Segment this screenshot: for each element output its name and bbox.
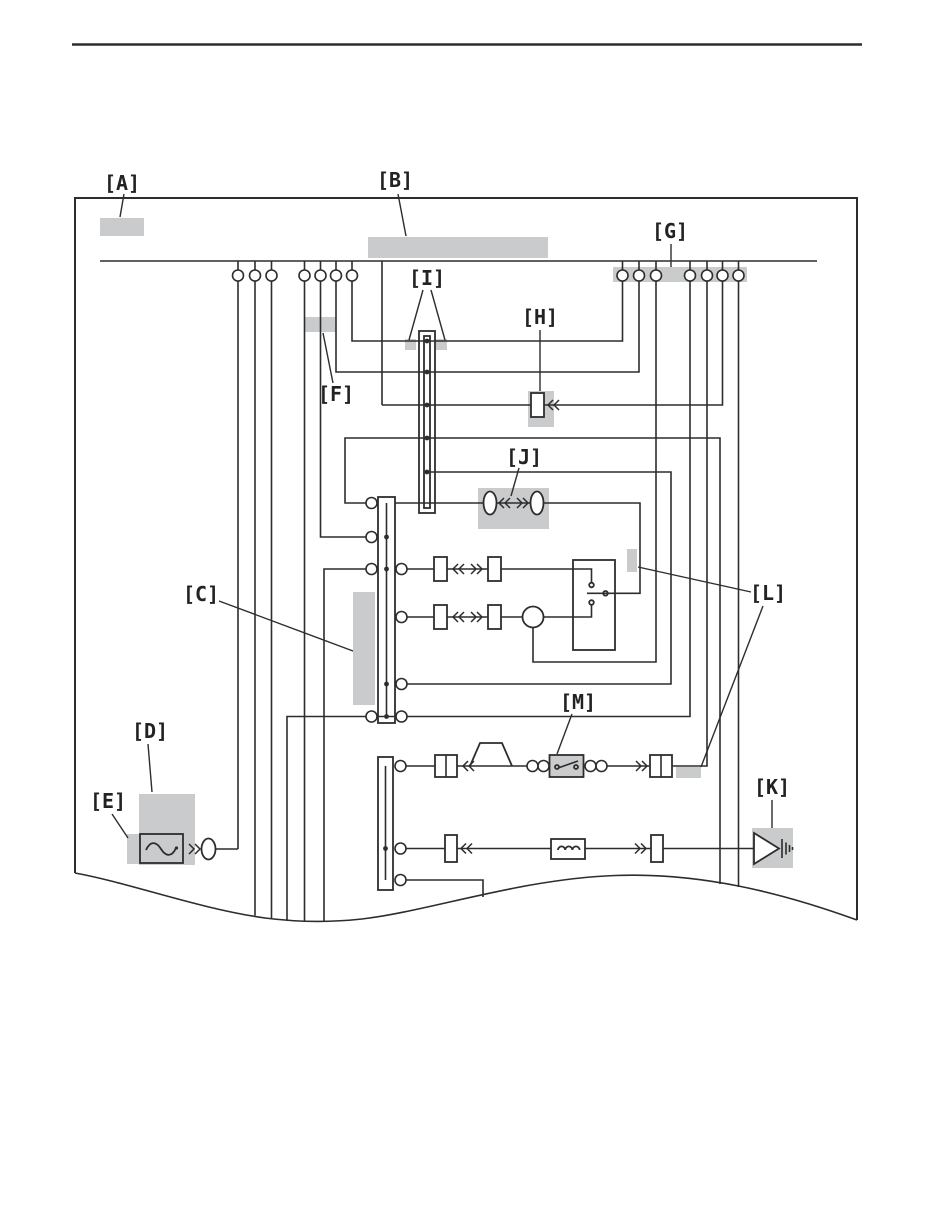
callout-label-b: [B] bbox=[377, 168, 413, 192]
pin-right-4 bbox=[395, 710, 408, 723]
callout-label-j: [J] bbox=[506, 445, 542, 469]
pin-left-2 bbox=[365, 530, 378, 544]
amplifier-k bbox=[753, 831, 794, 866]
contact-common bbox=[602, 590, 609, 597]
callout-label-d: [D] bbox=[132, 719, 168, 743]
left-arrows-icon bbox=[459, 842, 473, 855]
highlight-d bbox=[139, 794, 195, 865]
left-arrows-icon bbox=[546, 399, 560, 411]
right-arrows-icon bbox=[516, 497, 530, 509]
coil-component bbox=[550, 838, 586, 860]
highlight-a bbox=[100, 218, 144, 236]
coil-amplifier-row bbox=[444, 831, 794, 866]
highlight-l-relay bbox=[627, 549, 637, 572]
right-circle-group-g bbox=[616, 269, 745, 282]
pin-right-3 bbox=[395, 677, 408, 691]
highlight-g bbox=[613, 267, 747, 282]
connector-pair-j bbox=[482, 490, 545, 516]
callout-label-k: [K] bbox=[754, 775, 790, 799]
left-arrows-icon bbox=[497, 497, 511, 509]
ground-brush-icon bbox=[781, 839, 794, 858]
callout-a: [A] bbox=[104, 171, 140, 218]
callout-label-h: [H] bbox=[522, 305, 558, 329]
speaker-horn bbox=[469, 742, 513, 767]
signal-wave-icon bbox=[145, 842, 177, 856]
callouts: [A] [B] [G] [I] [H] [F] [J] [C] bbox=[90, 168, 790, 839]
left-circle-group-2 bbox=[298, 269, 359, 282]
junction-rail bbox=[418, 330, 436, 514]
left-circle-group-1 bbox=[231, 269, 278, 282]
speaker-switch-row bbox=[434, 742, 673, 778]
right-arrows-icon bbox=[470, 611, 484, 623]
relay-switch bbox=[572, 559, 616, 651]
callout-g: [G] bbox=[652, 219, 688, 267]
pin-lower-3 bbox=[394, 873, 407, 887]
callout-m: [M] bbox=[556, 690, 596, 755]
right-arrows-icon bbox=[188, 843, 202, 855]
callout-b: [B] bbox=[377, 168, 413, 237]
wire-routes bbox=[215, 261, 754, 922]
contact-lower bbox=[588, 599, 595, 606]
component-h bbox=[530, 392, 560, 418]
highlight-l-wire bbox=[676, 767, 701, 778]
inline-connectors-row-2 bbox=[433, 604, 545, 630]
highlight-b bbox=[368, 237, 548, 258]
pin-left-4 bbox=[365, 710, 378, 723]
callout-e: [E] bbox=[90, 789, 129, 839]
pin-left-3 bbox=[365, 562, 378, 576]
callout-label-c: [C] bbox=[183, 582, 219, 606]
pin-lower-2 bbox=[394, 842, 407, 855]
highlight-c bbox=[353, 592, 375, 705]
callout-k: [K] bbox=[754, 775, 790, 828]
callout-label-g: [G] bbox=[652, 219, 688, 243]
callout-j: [J] bbox=[506, 445, 542, 497]
highlight-i-left bbox=[405, 339, 416, 350]
switch-component-m bbox=[548, 754, 585, 778]
pin-right-1 bbox=[395, 562, 408, 576]
left-arrows-icon bbox=[451, 563, 465, 575]
callout-l: [L] bbox=[637, 566, 786, 768]
inline-connectors-row-1 bbox=[433, 556, 502, 582]
callout-c: [C] bbox=[183, 582, 354, 652]
callout-label-m: [M] bbox=[560, 690, 596, 714]
motor-circle bbox=[521, 605, 545, 629]
callout-label-l: [L] bbox=[750, 581, 786, 605]
right-arrows-icon bbox=[635, 760, 649, 772]
bus-connector-circles bbox=[231, 269, 745, 282]
diagram-frame bbox=[74, 197, 858, 923]
callout-h: [H] bbox=[522, 305, 558, 391]
junction-dots bbox=[383, 338, 430, 851]
right-arrows-icon bbox=[470, 563, 484, 575]
highlight-e bbox=[127, 834, 139, 864]
contact-upper bbox=[588, 581, 595, 589]
callout-label-f: [F] bbox=[318, 382, 354, 406]
antenna-unit bbox=[139, 833, 217, 864]
callout-f: [F] bbox=[318, 332, 354, 406]
pin-lower-1 bbox=[394, 759, 407, 773]
pin-right-2 bbox=[395, 610, 408, 624]
pin-left-1 bbox=[365, 496, 378, 510]
torn-edge bbox=[74, 872, 858, 923]
callout-d: [D] bbox=[132, 719, 168, 793]
left-arrows-icon bbox=[451, 611, 465, 623]
callout-label-a: [A] bbox=[104, 171, 140, 195]
connector-block-lower bbox=[377, 756, 407, 891]
callout-i: [I] bbox=[408, 266, 446, 341]
callout-label-e: [E] bbox=[90, 789, 126, 813]
right-arrows-icon bbox=[634, 842, 648, 855]
highlight-i-right bbox=[436, 339, 447, 350]
callout-label-i: [I] bbox=[409, 266, 445, 290]
